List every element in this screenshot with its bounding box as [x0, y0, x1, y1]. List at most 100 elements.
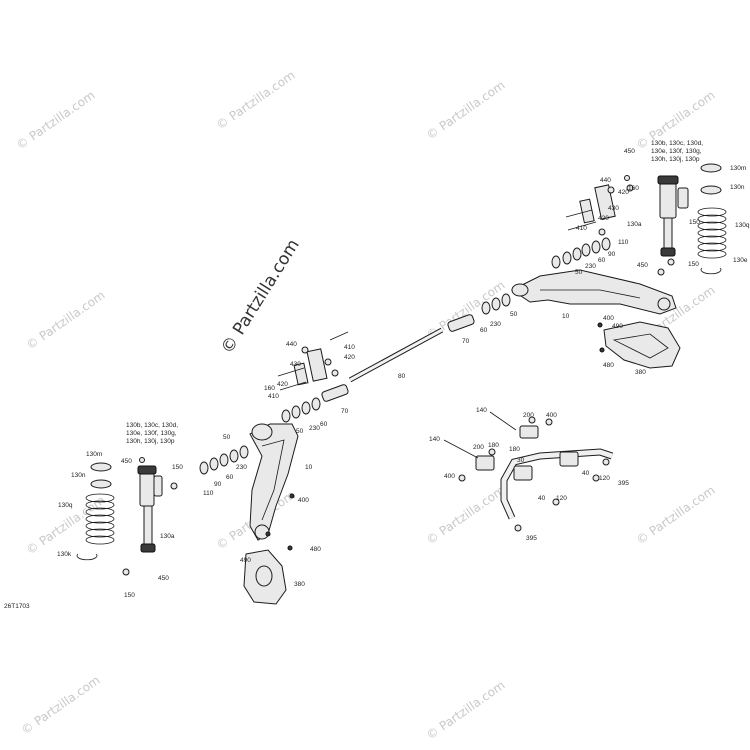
callout-label: 410: [268, 393, 279, 400]
watermark: © Partzilla.com: [424, 678, 508, 743]
bushing-stack-top-middle: [481, 293, 511, 315]
diagram-code: 26T1703: [4, 603, 30, 610]
callout-label: 130m: [730, 165, 746, 172]
bracket-hardware-middle: [277, 331, 349, 391]
callout-label: 130e, 130f, 130g,: [651, 148, 702, 155]
callout-label: 120: [599, 475, 610, 482]
callout-label: 70: [462, 338, 470, 345]
watermark-layer: © Partzilla.com © Partzilla.com © Partzi…: [14, 68, 718, 743]
callout-label: 30: [517, 457, 525, 464]
callout-label: 130n: [730, 184, 745, 191]
bolt-450: [657, 268, 665, 276]
knuckle-right: [603, 321, 681, 369]
callout-label: 60: [226, 474, 234, 481]
callout-label: 395: [618, 480, 629, 487]
callout-label: 60: [480, 327, 488, 334]
callout-label: 180: [509, 446, 520, 453]
callout-label: 410: [576, 225, 587, 232]
callout-label: 430: [608, 205, 619, 212]
callout-label: 150: [124, 592, 135, 599]
callout-label: 230: [236, 464, 247, 471]
bushing-stack-middle: [281, 397, 321, 423]
callout-label: 130e, 130f, 130g,: [126, 430, 177, 437]
shock-absorber-right: [657, 175, 689, 257]
callout-label: 70: [341, 408, 349, 415]
watermark-main: © Partzilla.com: [217, 236, 303, 358]
callout-label: 130b, 130c, 130d,: [126, 422, 178, 429]
callout-label: 410: [344, 344, 355, 351]
callout-label: 130h, 130j, 130p: [651, 156, 700, 163]
callout-label: 10: [562, 313, 570, 320]
watermark: © Partzilla.com: [424, 483, 508, 548]
callout-label: 430: [290, 361, 301, 368]
callout-label: 130k: [57, 551, 72, 558]
bushing-180-lower: [475, 455, 495, 471]
a-arm-left: [249, 423, 299, 541]
callout-label: 450: [158, 575, 169, 582]
spring-seat-130n-right: [700, 185, 722, 195]
bushing-stack-left: [199, 445, 249, 475]
tube-70-middle: [321, 384, 349, 402]
spring-seat-130n-left: [90, 479, 112, 489]
callout-label: 480: [603, 362, 614, 369]
callout-label: 230: [585, 263, 596, 270]
callout-label: 400: [444, 473, 455, 480]
callout-label: 380: [294, 581, 305, 588]
callout-label: 400: [298, 497, 309, 504]
callout-label: 490: [240, 557, 251, 564]
watermark: © Partzilla.com: [214, 68, 298, 133]
callout-label: 130a: [160, 533, 175, 540]
callout-label: 130h, 130j, 130p: [126, 438, 175, 445]
bushing-180-top: [519, 425, 539, 439]
callout-label: 140: [429, 436, 440, 443]
callout-label: 90: [608, 251, 616, 258]
callout-label: 490: [612, 323, 623, 330]
callout-label: 395: [526, 535, 537, 542]
shock-absorber-left: [137, 465, 163, 553]
callout-label: 400: [603, 315, 614, 322]
watermark: © Partzilla.com: [424, 78, 508, 143]
callout-label: 110: [203, 490, 214, 497]
callout-label: 200: [473, 444, 484, 451]
callout-label: 40: [582, 470, 590, 477]
watermark: © Partzilla.com: [24, 288, 108, 353]
callout-label: 110: [618, 239, 629, 246]
callout-label: 130e: [733, 257, 748, 264]
callout-label: 160: [628, 185, 639, 192]
spring-right: [697, 207, 727, 259]
nut-150: [667, 258, 675, 266]
callout-label: 160: [264, 385, 275, 392]
callout-label: 480: [310, 546, 321, 553]
retaining-ring-130e-right: [700, 267, 722, 275]
callout-label: 130b, 130c, 130d,: [651, 140, 703, 147]
watermark: © Partzilla.com: [634, 483, 718, 548]
callout-label: 120: [556, 495, 567, 502]
callout-label: 50: [223, 434, 231, 441]
callout-label: 60: [320, 421, 328, 428]
callout-label: 90: [214, 481, 222, 488]
callout-label: 450: [624, 148, 635, 155]
callout-label: 130a: [627, 221, 642, 228]
callout-label: 130q: [735, 222, 750, 229]
callout-label: 200: [523, 412, 534, 419]
callout-label: 450: [121, 458, 132, 465]
retaining-ring-130k-left: [76, 553, 98, 561]
callout-label: 80: [398, 373, 406, 380]
callout-label: 450: [637, 262, 648, 269]
callout-label: 130m: [86, 451, 102, 458]
tube-70-top: [447, 314, 475, 332]
callout-label: 40: [538, 495, 546, 502]
callout-label: 420: [344, 354, 355, 361]
callout-label: 60: [598, 257, 606, 264]
callout-label: 50: [510, 311, 518, 318]
watermark: © Partzilla.com: [14, 88, 98, 153]
callout-label: 230: [309, 425, 320, 432]
part-labels: 130b, 130c, 130d, 130e, 130f, 130g, 130h…: [4, 140, 750, 610]
watermark: © Partzilla.com: [19, 673, 103, 738]
callout-label: 10: [305, 464, 313, 471]
callout-label: 130q: [58, 502, 73, 509]
callout-label: 150: [688, 261, 699, 268]
callout-label: 180: [488, 442, 499, 449]
callout-label: 50: [575, 269, 583, 276]
